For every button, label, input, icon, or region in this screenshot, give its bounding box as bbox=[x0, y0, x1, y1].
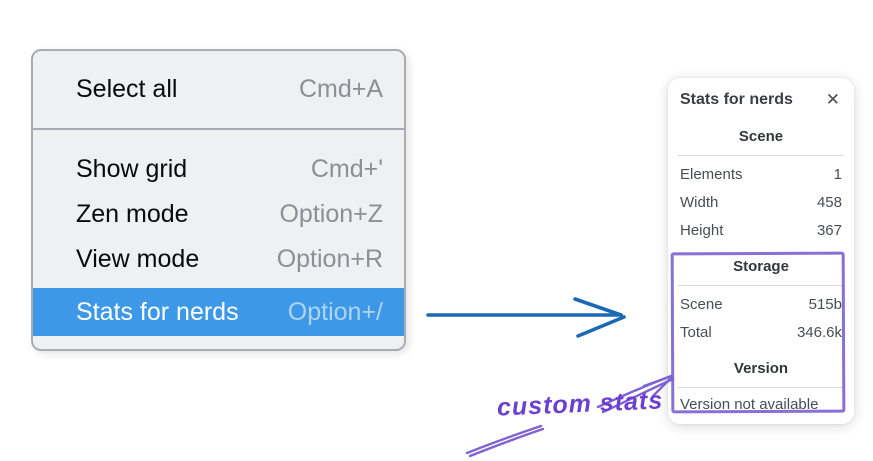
stat-value: 515b bbox=[808, 296, 842, 313]
section-divider bbox=[678, 387, 844, 388]
menu-item-stats-for-nerds[interactable]: Stats for nerds Option+/ bbox=[33, 288, 404, 336]
menu-item-label: Show grid bbox=[76, 155, 188, 183]
stat-row-total-storage: Total 346.6k bbox=[678, 319, 844, 347]
stat-label: Elements bbox=[680, 166, 743, 183]
annotation-label: custom stats bbox=[496, 386, 664, 422]
stat-label: Scene bbox=[680, 296, 723, 313]
menu-item-label: Stats for nerds bbox=[76, 297, 239, 326]
panel-title: Stats for nerds bbox=[680, 90, 793, 108]
section-divider bbox=[678, 285, 844, 286]
stats-panel-header: Stats for nerds ✕ bbox=[678, 90, 844, 109]
stat-row-scene-storage: Scene 515b bbox=[678, 291, 844, 319]
menu-item-select-all[interactable]: Select all Cmd+A bbox=[33, 51, 404, 128]
section-divider bbox=[678, 155, 844, 156]
menu-item-label: Select all bbox=[76, 75, 178, 103]
stat-row-width: Width 458 bbox=[678, 189, 844, 217]
menu-item-shortcut: Cmd+A bbox=[298, 75, 383, 103]
stat-value: 346.6k bbox=[796, 324, 842, 341]
stat-label: Total bbox=[680, 324, 712, 341]
menu-item-shortcut: Option+/ bbox=[287, 297, 383, 326]
stat-value: 458 bbox=[816, 194, 842, 211]
menu-group: Show grid Cmd+' Zen mode Option+Z View m… bbox=[33, 130, 404, 336]
stat-value: 367 bbox=[816, 222, 842, 239]
stat-row-height: Height 367 bbox=[678, 217, 844, 245]
stat-label: Width bbox=[680, 194, 719, 211]
section-heading-version: Version bbox=[733, 360, 789, 377]
section-heading-scene: Scene bbox=[738, 128, 784, 145]
menu-item-shortcut: Cmd+' bbox=[310, 155, 383, 183]
stats-panel: Stats for nerds ✕ Scene Elements 1 Width… bbox=[668, 78, 854, 424]
menu-item-view-mode[interactable]: View mode Option+R bbox=[33, 237, 404, 282]
menu-divider bbox=[33, 128, 404, 130]
menu-item-shortcut: Option+Z bbox=[279, 200, 383, 228]
arrow-menu-to-panel-icon bbox=[426, 297, 626, 338]
menu-item-zen-mode[interactable]: Zen mode Option+Z bbox=[33, 192, 404, 237]
menu-item-show-grid[interactable]: Show grid Cmd+' bbox=[33, 147, 404, 192]
stat-label: Height bbox=[680, 222, 724, 239]
menu-item-label: View mode bbox=[76, 245, 200, 273]
context-menu: Select all Cmd+A Show grid Cmd+' Zen mod… bbox=[31, 49, 406, 351]
version-note: Version not available bbox=[680, 396, 819, 413]
stat-row-elements: Elements 1 bbox=[678, 161, 844, 189]
close-icon[interactable]: ✕ bbox=[825, 90, 840, 109]
section-heading-storage: Storage bbox=[733, 258, 789, 275]
stat-value: 1 bbox=[833, 166, 842, 183]
menu-item-label: Zen mode bbox=[76, 200, 189, 228]
menu-item-shortcut: Option+R bbox=[276, 245, 383, 273]
